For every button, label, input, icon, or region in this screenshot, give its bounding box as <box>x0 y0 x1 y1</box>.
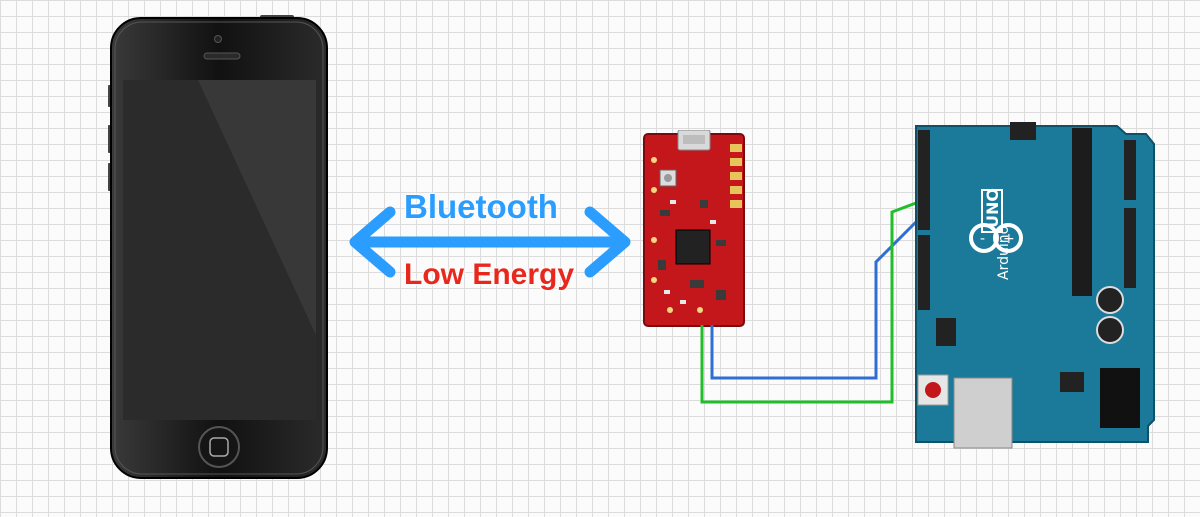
low-energy-label: Low Energy <box>404 258 575 291</box>
arduino-model-text: UNO <box>983 188 1002 228</box>
double-arrow-icon <box>349 206 631 278</box>
svg-text:-: - <box>980 231 985 247</box>
ble-module-icon <box>643 130 745 327</box>
smartphone-icon <box>108 15 328 479</box>
svg-text:+: + <box>1003 231 1015 247</box>
bluetooth-label: Bluetooth <box>404 188 558 225</box>
arduino-uno-icon: - + Arduino UNO <box>915 122 1155 449</box>
arduino-logo-text: Arduino <box>996 226 1012 280</box>
